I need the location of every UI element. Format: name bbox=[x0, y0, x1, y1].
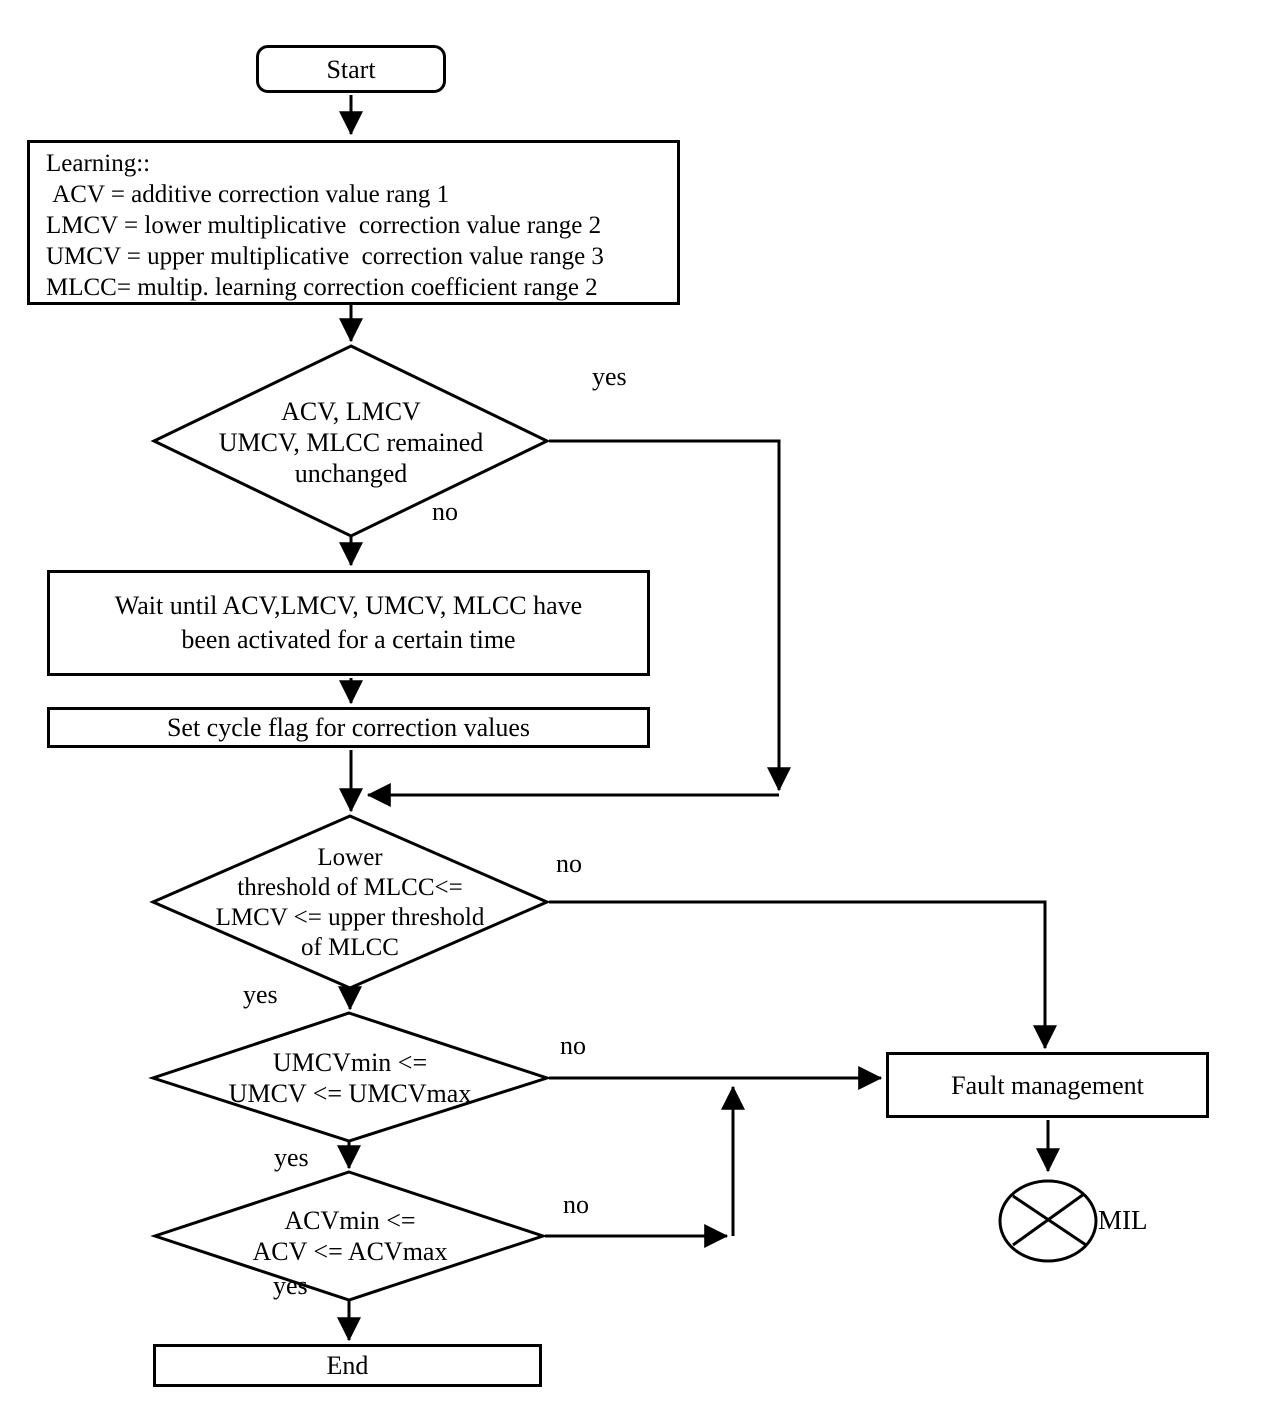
label-acv-no: no bbox=[563, 1190, 589, 1219]
label-mlcc-no: no bbox=[556, 849, 582, 878]
end-node: End bbox=[153, 1344, 542, 1387]
set-cycle-flag-label: Set cycle flag for correction values bbox=[166, 712, 531, 742]
start-label: Start bbox=[326, 54, 376, 84]
end-label: End bbox=[326, 1350, 369, 1380]
decision-mlcc-shape bbox=[149, 814, 551, 990]
label-unchanged-no: no bbox=[432, 497, 458, 526]
start-node: Start bbox=[256, 45, 446, 93]
label-mlcc-yes: yes bbox=[243, 980, 278, 1009]
label-unchanged-yes: yes bbox=[592, 362, 627, 391]
learning-node: Learning:: ACV = additive correction val… bbox=[27, 140, 680, 305]
wait-node: Wait until ACV,LMCV, UMCV, MLCC have bee… bbox=[47, 570, 650, 676]
set-cycle-flag-node: Set cycle flag for correction values bbox=[47, 707, 650, 748]
mil-label: MIL bbox=[1098, 1205, 1148, 1235]
fault-management-label: Fault management bbox=[951, 1070, 1144, 1100]
decision-umcv-shape bbox=[148, 1011, 552, 1143]
label-acv-yes: yes bbox=[273, 1271, 308, 1300]
decision-acv-shape bbox=[150, 1170, 548, 1302]
edge-mlcc-no-to-fault bbox=[549, 900, 1057, 1050]
decision-mlcc-label: Lower threshold of MLCC<= LMCV <= upper … bbox=[215, 844, 485, 961]
label-umcv-no: no bbox=[560, 1031, 586, 1060]
decision-unchanged-shape bbox=[150, 344, 551, 538]
decision-unchanged-label: ACV, LMCV UMCV, MLCC remained unchanged bbox=[218, 397, 484, 488]
decision-acv-label: ACVmin <= ACV <= ACVmax bbox=[252, 1206, 448, 1266]
label-umcv-yes: yes bbox=[274, 1143, 309, 1172]
wait-text: Wait until ACV,LMCV, UMCV, MLCC have bee… bbox=[114, 591, 583, 654]
learning-text: Learning:: ACV = additive correction val… bbox=[46, 150, 604, 301]
mil-lamp-x-stroke2 bbox=[1012, 1192, 1085, 1247]
fault-management-node: Fault management bbox=[886, 1052, 1209, 1118]
edge-unchanged-yes-bypass bbox=[549, 439, 791, 792]
decision-umcv-label: UMCVmin <= UMCV <= UMCVmax bbox=[228, 1048, 472, 1108]
